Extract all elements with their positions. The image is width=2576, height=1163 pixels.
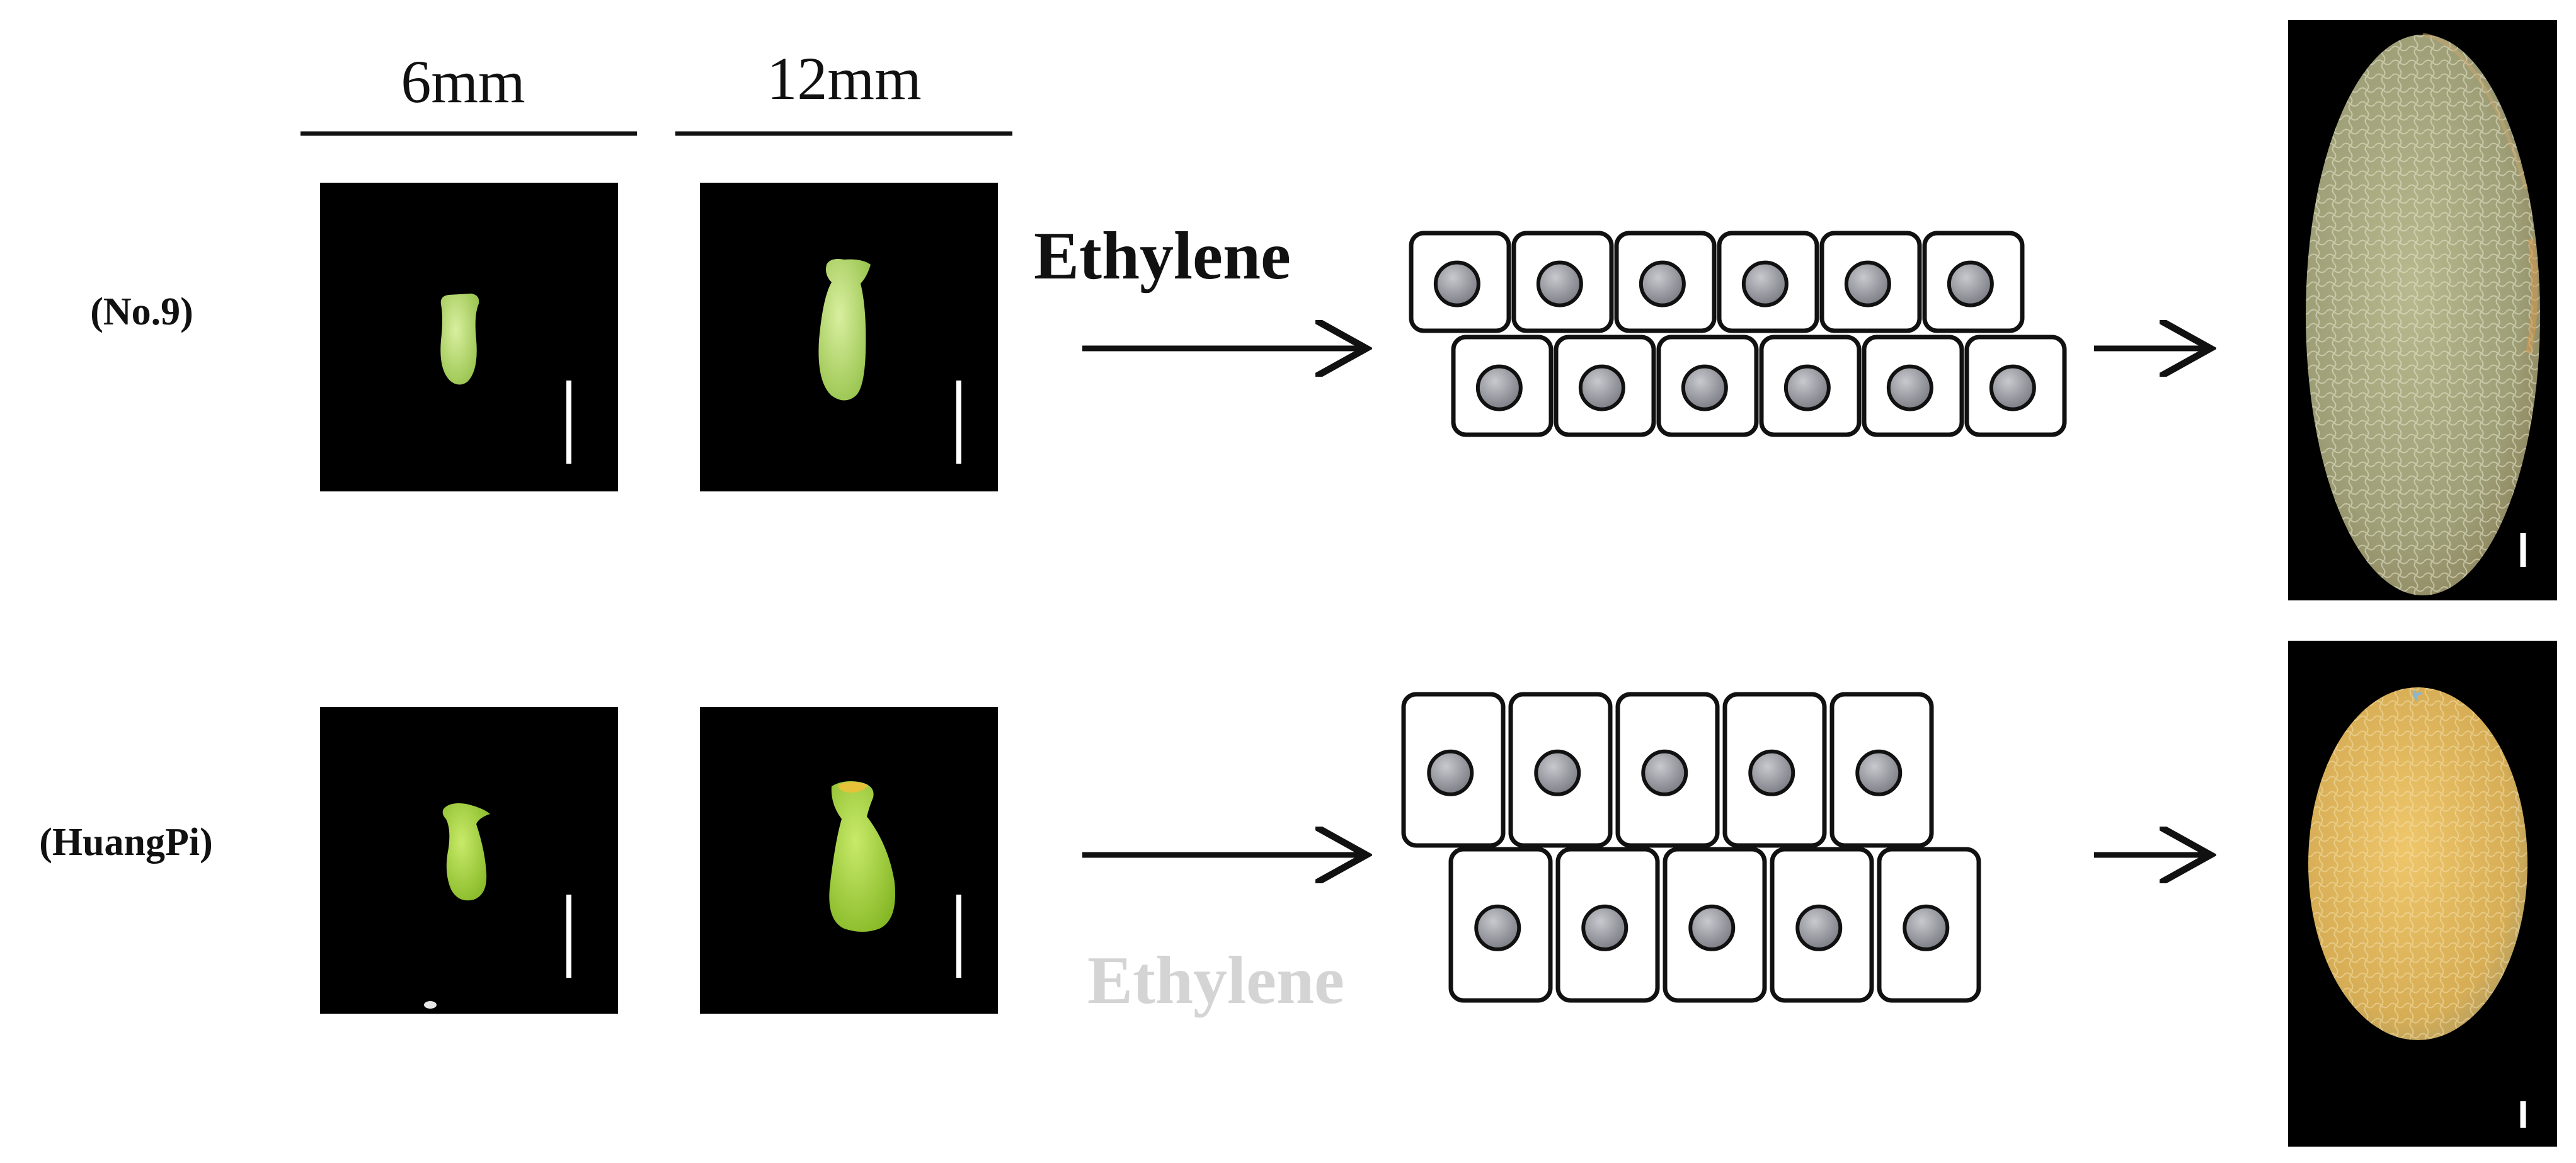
nucleus-icon [1681, 364, 1728, 411]
cell-tissue-no9 [1409, 231, 2067, 437]
cell-icon [1862, 335, 1964, 437]
nucleus-icon [1886, 364, 1933, 411]
cell-icon [1614, 231, 1717, 333]
nucleus-icon [1581, 904, 1629, 951]
cell-icon [1656, 335, 1759, 437]
cell-icon [1829, 692, 1934, 848]
ovary-icon [440, 294, 479, 385]
cell-icon [1448, 847, 1553, 1003]
nucleus-icon [1903, 904, 1950, 951]
nucleus-icon [1947, 260, 1994, 307]
cell-tissue-huangpi [1401, 692, 1981, 1003]
nucleus-icon [1795, 904, 1843, 951]
nucleus-icon [1741, 260, 1789, 307]
nucleus-icon [1783, 364, 1831, 411]
cell-icon [1717, 231, 1819, 333]
fruit-photo-no9 [2288, 20, 2557, 600]
cell-icon [1964, 335, 2067, 437]
nucleus-icon [1534, 749, 1581, 796]
cell-icon [1922, 231, 2025, 333]
ovary-photo-no9-12mm [700, 183, 998, 491]
stimulus-label-huangpi: Ethylene [1087, 943, 1344, 1018]
row-label-no9: (No.9) [90, 290, 193, 333]
nucleus-icon [1989, 364, 2036, 411]
cell-icon [1663, 847, 1767, 1003]
nucleus-icon [1688, 904, 1736, 951]
cell-icon [1508, 692, 1613, 848]
cell-icon [1451, 335, 1554, 437]
ovary-photo-huangpi-6mm [320, 707, 618, 1014]
nucleus-icon [1748, 749, 1795, 796]
nucleus-icon [1844, 260, 1891, 307]
cell-icon [1770, 847, 1874, 1003]
cell-icon [1722, 692, 1827, 848]
cell-icon [1877, 847, 1981, 1003]
cell-icon [1819, 231, 1922, 333]
cell-icon [1554, 335, 1656, 437]
nucleus-icon [1474, 904, 1521, 951]
column-header-12mm: 12mm [767, 45, 921, 112]
nucleus-icon [1641, 749, 1688, 796]
column-header-6mm: 6mm [401, 48, 525, 115]
ovary-photo-huangpi-12mm [700, 707, 998, 1014]
cell-icon [1401, 692, 1506, 848]
cell-icon [1511, 231, 1614, 333]
cell-icon [1759, 335, 1862, 437]
cell-icon [1555, 847, 1660, 1003]
nucleus-icon [1475, 364, 1523, 411]
ovary-photo-no9-6mm [320, 183, 618, 491]
nucleus-icon [1536, 260, 1583, 307]
nucleus-icon [1433, 260, 1480, 307]
nucleus-icon [1578, 364, 1625, 411]
ovary-icon [442, 803, 490, 901]
fruit-photo-huangpi [2288, 641, 2557, 1147]
ovary-icon [818, 259, 871, 401]
cell-icon [1409, 231, 1511, 333]
stimulus-label-no9: Ethylene [1034, 219, 1291, 294]
ovary-icon [829, 781, 895, 932]
nucleus-icon [1639, 260, 1686, 307]
cell-icon [1615, 692, 1720, 848]
nucleus-icon [1855, 749, 1903, 796]
row-label-huangpi: (HuangPi) [39, 821, 213, 864]
nucleus-icon [1427, 749, 1474, 796]
